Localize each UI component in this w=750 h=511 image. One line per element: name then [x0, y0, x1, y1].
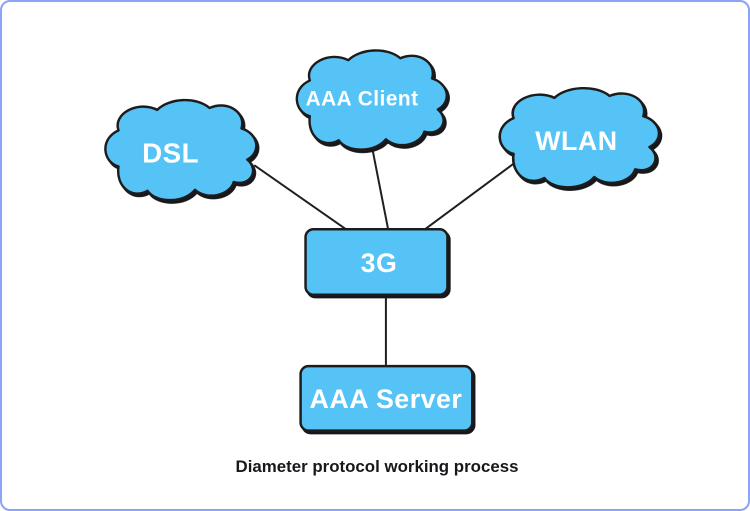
- node-dsl: DSL: [104, 98, 258, 202]
- edge-layer: [253, 140, 516, 371]
- edge-aaa-client-to-3g: [370, 140, 390, 235]
- node-label-3g: 3G: [361, 248, 398, 278]
- node-label-aaa-client: AAA Client: [306, 88, 419, 111]
- node-3g: 3G: [304, 227, 449, 296]
- rect-shape-3g: [304, 227, 449, 296]
- edge-wlan-to-3g: [418, 161, 516, 235]
- node-aaa-server: AAA Server: [299, 364, 474, 432]
- rect-shape-aaa-server: [299, 364, 474, 432]
- node-label-aaa-server: AAA Server: [310, 384, 463, 414]
- node-label-dsl: DSL: [142, 137, 199, 168]
- node-aaa-client: AAA Client: [295, 49, 449, 151]
- node-label-wlan: WLAN: [535, 126, 617, 156]
- node-layer: DSL AAA Client WLAN 3G AAA Server: [104, 49, 661, 432]
- diagram-caption: Diameter protocol working process: [236, 457, 519, 476]
- node-wlan: WLAN: [498, 86, 661, 189]
- edge-dsl-to-3g: [253, 164, 352, 234]
